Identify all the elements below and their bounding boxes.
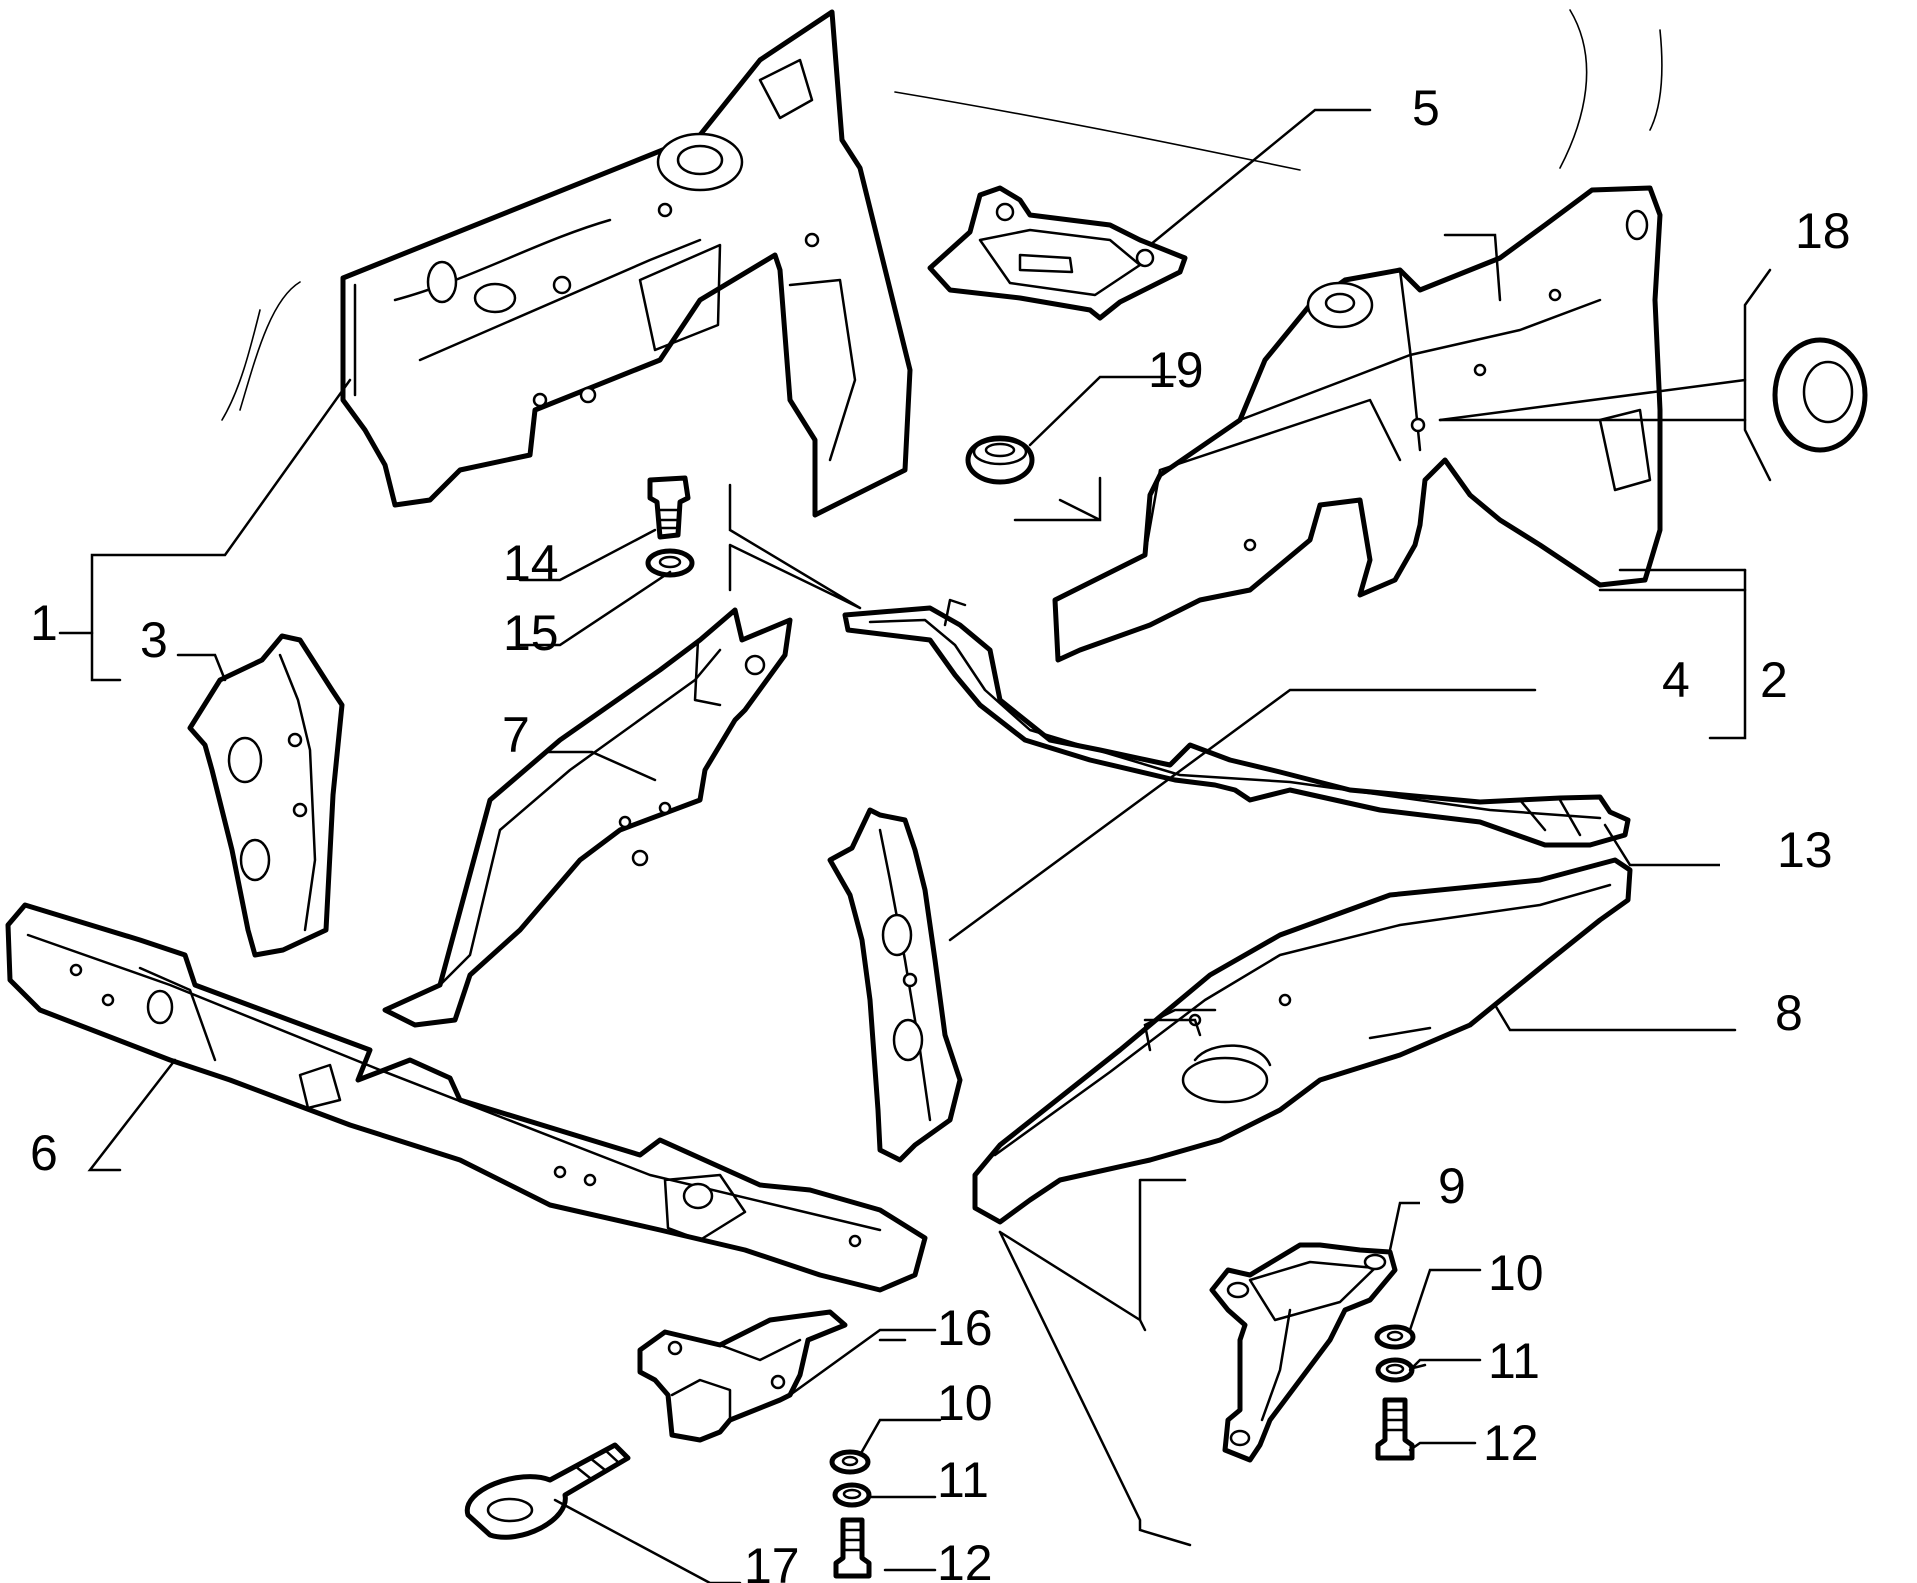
part-18-grommet [1772, 337, 1868, 453]
part-10-washer-left [829, 1449, 871, 1475]
callout-8: 8 [1775, 985, 1803, 1041]
callout-1: 1 [30, 595, 58, 651]
part-12-screw-left [833, 1517, 872, 1579]
callout-11-left: 11 [937, 1452, 989, 1508]
part-13-upper-cross-tie [842, 598, 1631, 848]
background-body-outline [221, 9, 1663, 421]
callout-7: 7 [502, 707, 530, 763]
callout-6: 6 [30, 1125, 58, 1181]
part-11-lock-washer-right [1375, 1357, 1415, 1383]
callout-19: 19 [1148, 342, 1204, 398]
part-9-tow-bracket [1209, 1242, 1398, 1463]
part-16-lower-bracket [637, 1309, 848, 1443]
part-14-bolt [647, 475, 691, 540]
callout-3: 3 [140, 612, 168, 668]
part-4-center-bracket [827, 807, 963, 1163]
callout-2: 2 [1760, 652, 1788, 708]
callout-18: 18 [1795, 203, 1851, 259]
part-8-right-lower-rail [972, 857, 1633, 1225]
callout-13: 13 [1777, 822, 1833, 878]
part-2-right-wheelhouse-assembly [1052, 185, 1663, 663]
part-3-left-reinforcement [187, 633, 345, 958]
part-6-front-cross-member [5, 902, 928, 1293]
callout-15: 15 [503, 605, 559, 661]
part-11-lock-washer-left [832, 1482, 872, 1508]
callout-17: 17 [744, 1538, 800, 1583]
callout-12-right: 12 [1483, 1415, 1539, 1471]
part-17-towing-eye [464, 1442, 631, 1540]
part-5-mounting-bracket [927, 185, 1188, 321]
callout-14: 14 [503, 535, 559, 591]
callout-5: 5 [1412, 80, 1440, 136]
callout-16: 16 [937, 1300, 993, 1356]
part-7-left-lower-rail [382, 607, 793, 1028]
part-1-left-wheelhouse-assembly [340, 9, 913, 518]
callout-4-lower: 4 [1662, 652, 1690, 708]
callout-10-left: 10 [937, 1375, 993, 1431]
callout-9: 9 [1438, 1158, 1466, 1214]
callout-labels: 1 2 3 4 5 6 7 8 9 10 10 11 11 12 12 13 1… [30, 80, 1851, 1583]
part-12-screw-right [1375, 1397, 1415, 1461]
callout-10-right: 10 [1488, 1245, 1544, 1301]
part-10-washer-right [1374, 1324, 1416, 1350]
callout-12-left: 12 [937, 1535, 993, 1583]
part-15-washer [645, 548, 695, 578]
leader-lines [58, 108, 1772, 1583]
callout-11-right: 11 [1488, 1333, 1540, 1389]
part-19-grommet [965, 435, 1035, 485]
